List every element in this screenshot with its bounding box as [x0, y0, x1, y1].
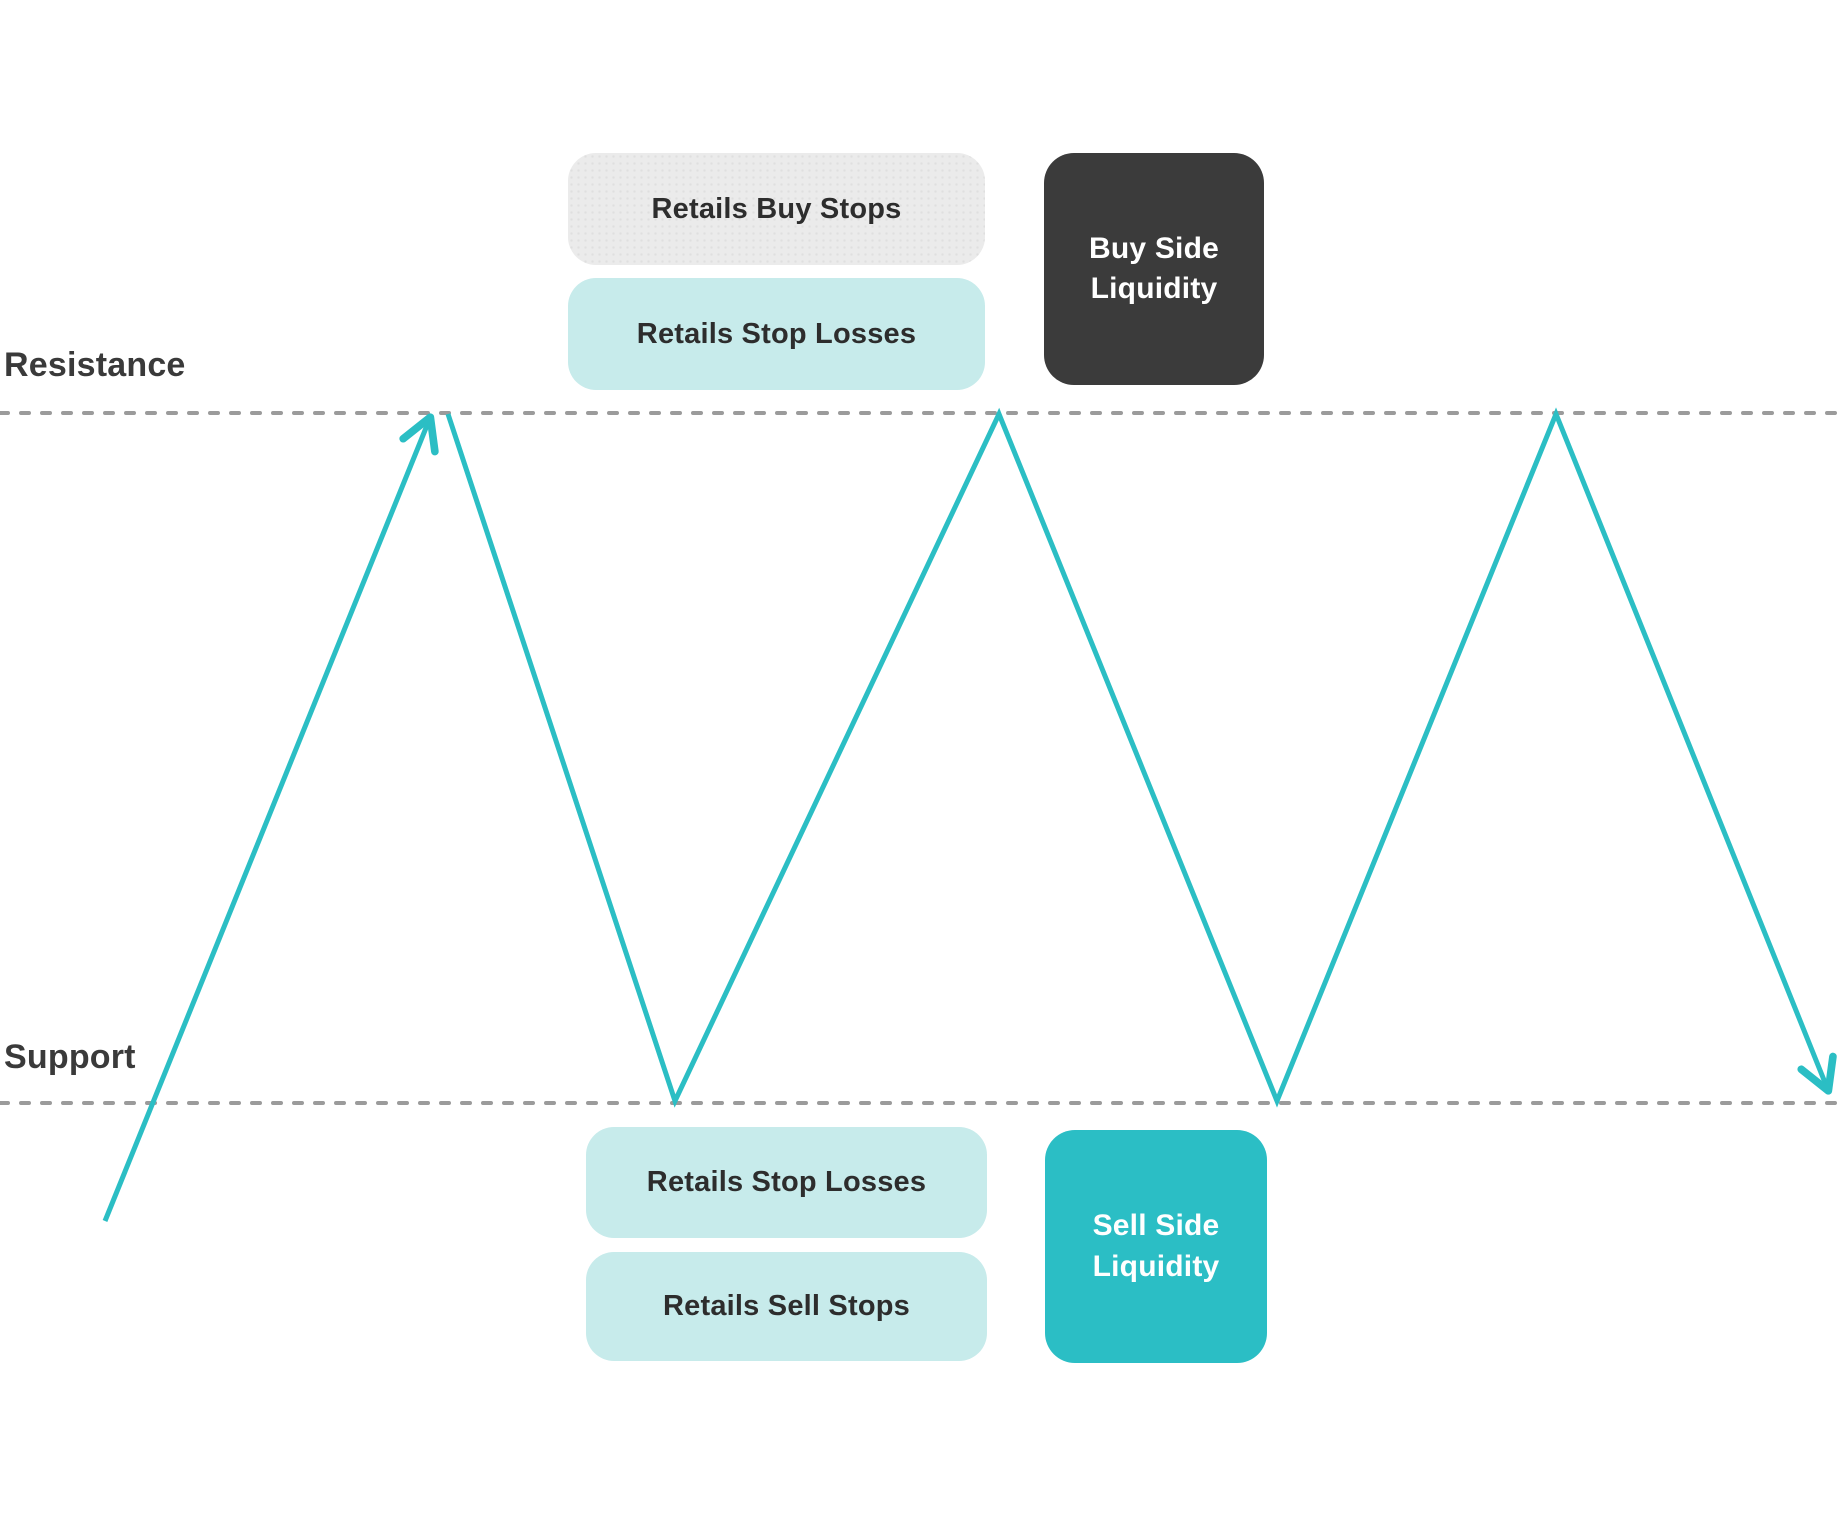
buy-side-liquidity-card: Buy Side Liquidity — [1044, 153, 1264, 385]
sell-side-liquidity-line1: Sell Side — [1092, 1209, 1220, 1242]
price-upswing-arrow — [102, 413, 439, 1222]
retails-stop-losses-bottom-badge: Retails Stop Losses — [586, 1127, 987, 1238]
retails-stop-losses-top-badge: Retails Stop Losses — [568, 278, 985, 390]
sell-side-liquidity-card: Sell Side Liquidity — [1045, 1130, 1267, 1363]
buy-side-liquidity-line2: Liquidity — [1090, 272, 1218, 305]
retails-buy-stops-badge: Retails Buy Stops — [568, 153, 985, 265]
price-zigzag-line — [445, 407, 1837, 1108]
support-label: Support — [4, 1038, 136, 1076]
buy-side-liquidity-line1: Buy Side — [1089, 231, 1219, 265]
sell-side-liquidity-line2: Liquidity — [1092, 1249, 1220, 1283]
retails-sell-stops-badge: Retails Sell Stops — [586, 1252, 987, 1361]
resistance-label: Resistance — [4, 346, 186, 384]
